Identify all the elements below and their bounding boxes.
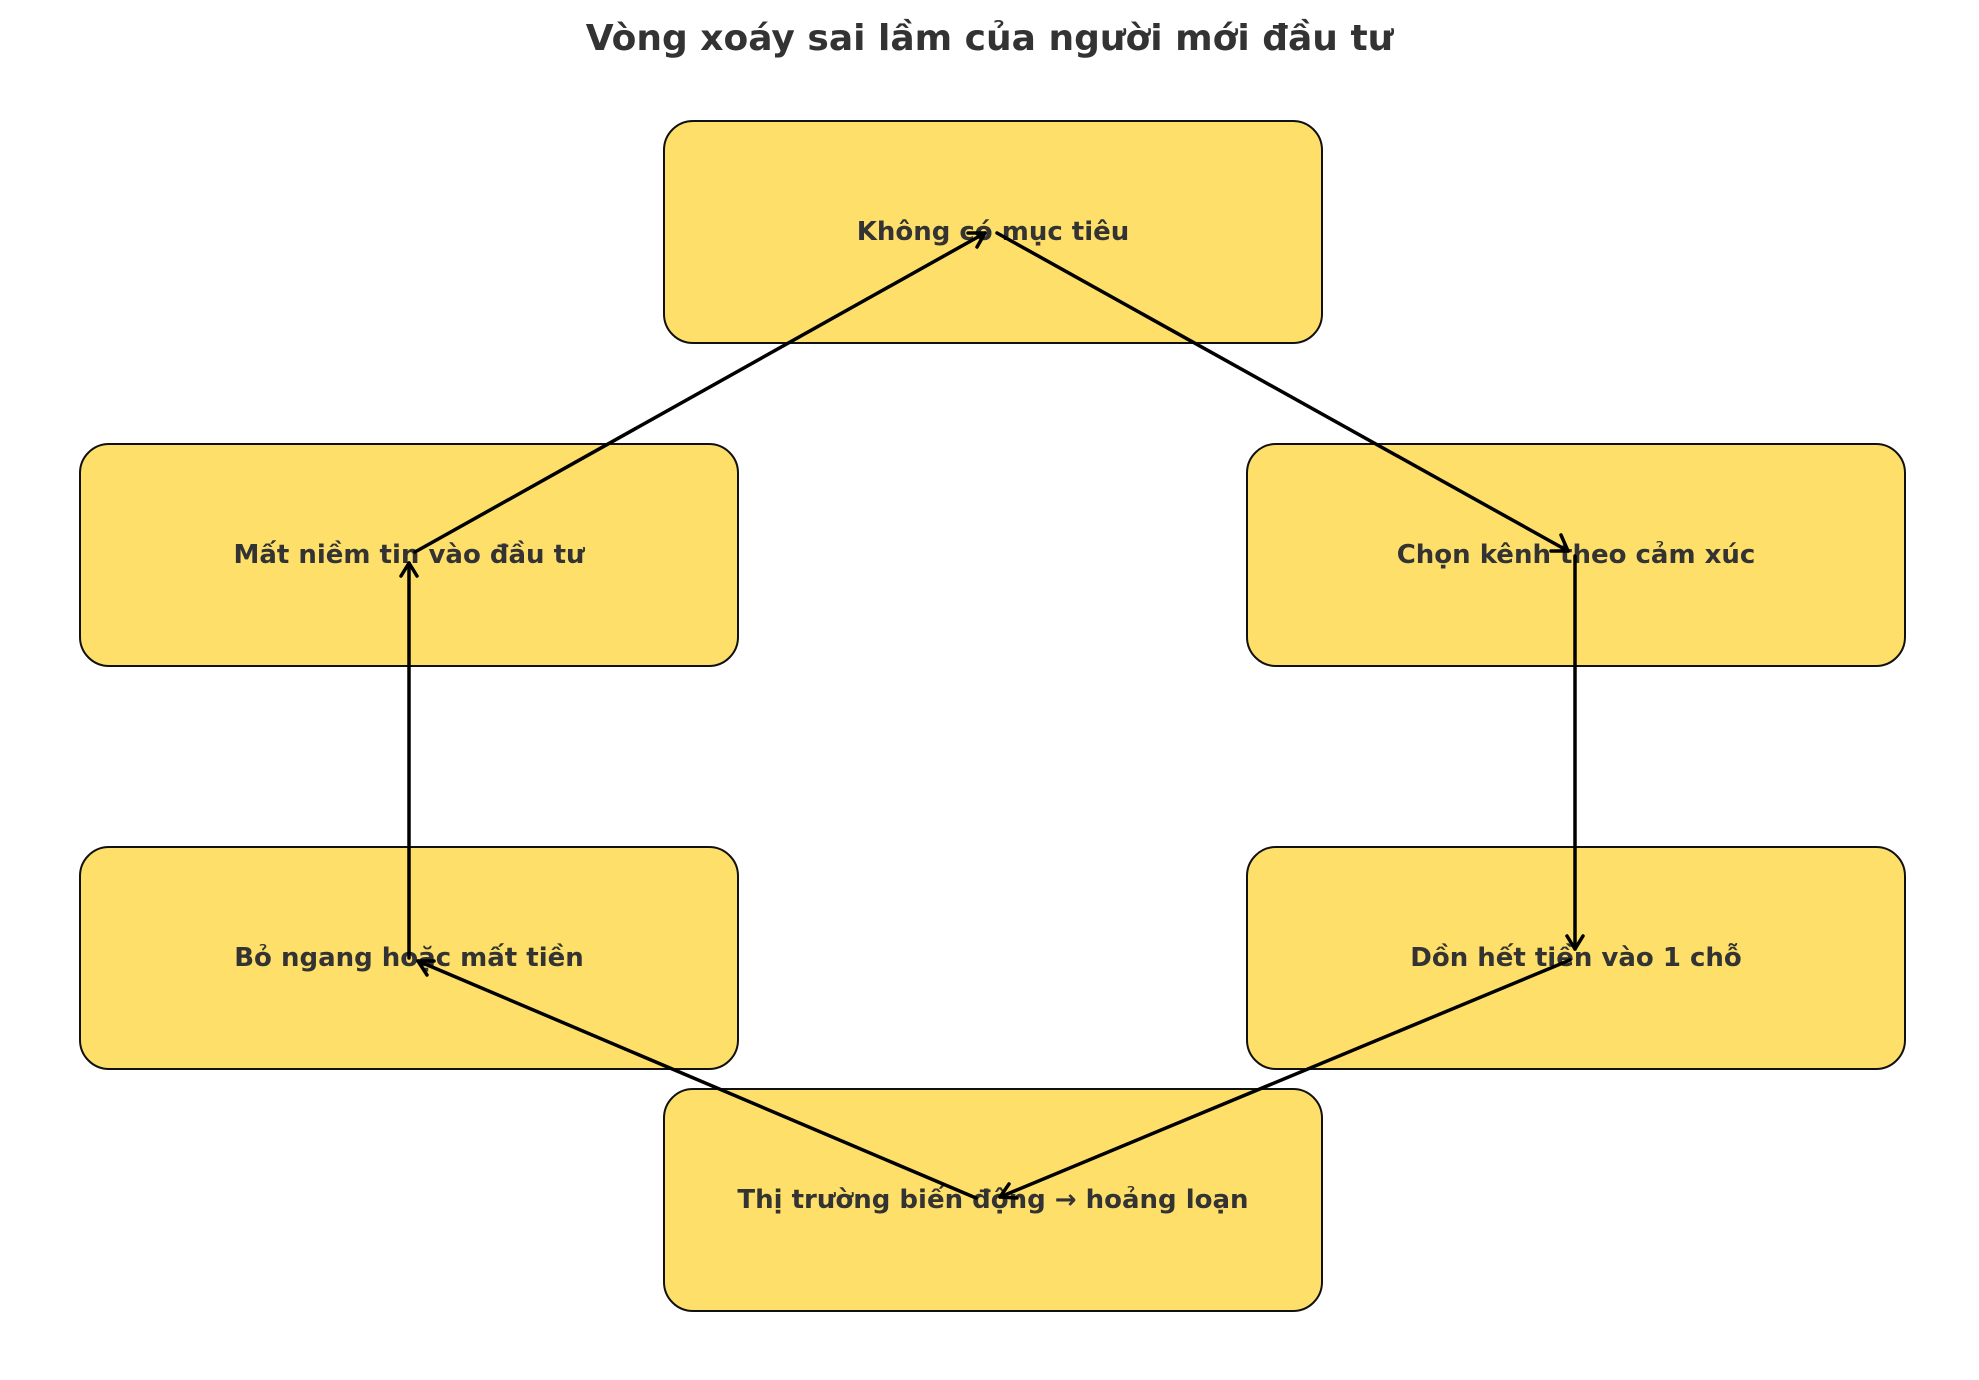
- node-label: Bỏ ngang hoặc mất tiền: [234, 943, 584, 973]
- diagram-title: Vòng xoáy sai lầm của người mới đầu tư: [585, 18, 1394, 59]
- node-no-goal: Không có mục tiêu: [663, 120, 1323, 344]
- node-quit-or-lose: Bỏ ngang hoặc mất tiền: [79, 846, 739, 1070]
- node-label: Mất niềm tin vào đầu tư: [233, 540, 585, 570]
- node-all-in-one: Dồn hết tiền vào 1 chỗ: [1246, 846, 1906, 1070]
- node-label: Chọn kênh theo cảm xúc: [1396, 540, 1756, 570]
- node-lose-faith: Mất niềm tin vào đầu tư: [79, 443, 739, 667]
- node-emotional-choice: Chọn kênh theo cảm xúc: [1246, 443, 1906, 667]
- node-market-panic: Thị trường biến động → hoảng loạn: [663, 1088, 1323, 1312]
- node-label: Thị trường biến động → hoảng loạn: [737, 1185, 1249, 1215]
- node-label: Dồn hết tiền vào 1 chỗ: [1410, 943, 1742, 973]
- node-label: Không có mục tiêu: [856, 217, 1130, 247]
